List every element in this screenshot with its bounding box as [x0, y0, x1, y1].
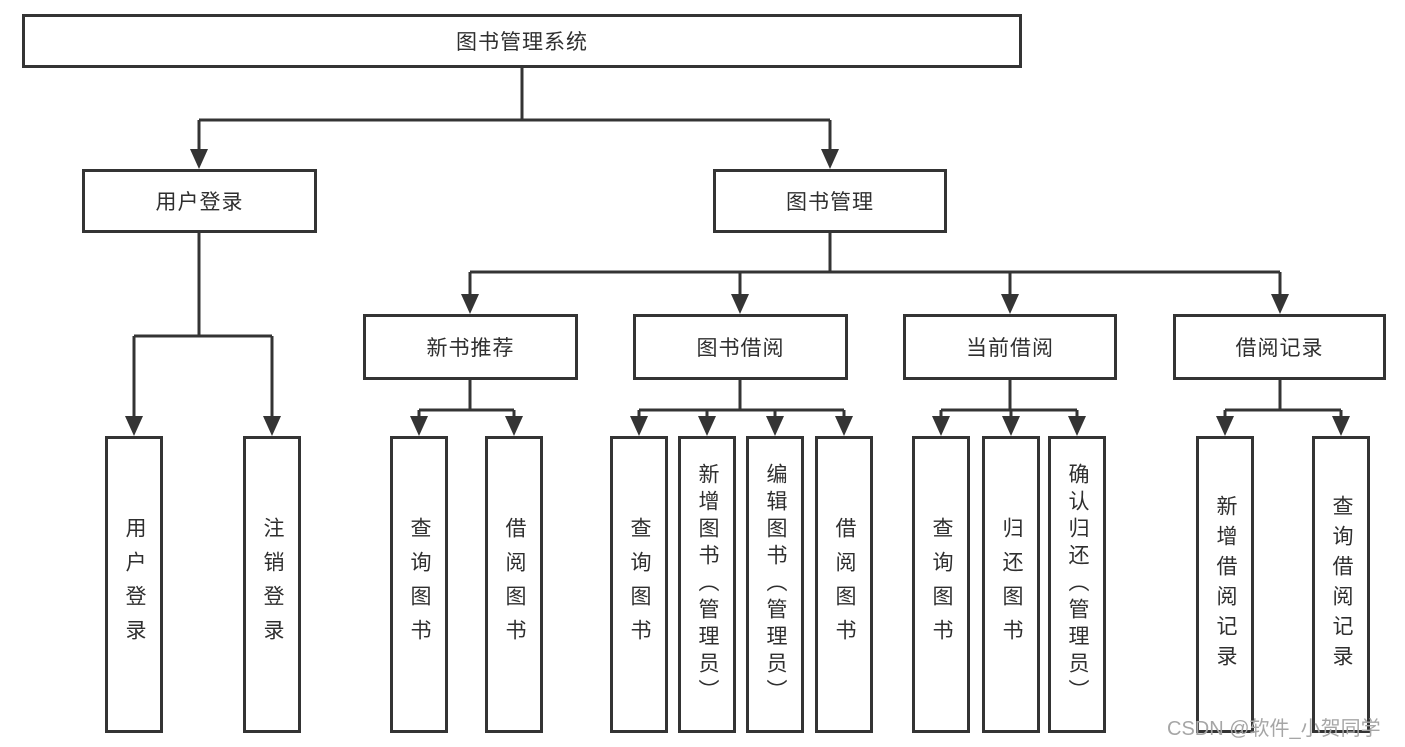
arrowhead: [1002, 416, 1020, 436]
arrowhead: [932, 416, 950, 436]
node-new-book-recommendation: 新书推荐: [363, 314, 578, 380]
arrowhead: [630, 416, 648, 436]
leaf-return-book: 归还图书: [982, 436, 1040, 733]
leaf-label: 新增图书（管理员）: [696, 463, 719, 706]
arrowhead: [190, 149, 208, 169]
leaf-label: 归还图书: [1000, 516, 1023, 653]
connector-user-login: [132, 233, 274, 417]
leaf-query-borrow-record: 查询借阅记录: [1312, 436, 1370, 733]
arrowhead: [731, 294, 749, 314]
leaf-label: 确认归还（管理员）: [1066, 463, 1089, 706]
arrowhead: [410, 416, 428, 436]
node-current-borrowing: 当前借阅: [903, 314, 1117, 380]
node-label: 图书管理: [786, 191, 874, 214]
arrowhead: [1216, 416, 1234, 436]
arrowhead: [461, 294, 479, 314]
leaf-label: 查询借阅记录: [1330, 494, 1353, 675]
arrowhead: [698, 416, 716, 436]
connector-root: [197, 68, 832, 151]
leaf-add-book-admin: 新增图书（管理员）: [678, 436, 736, 733]
node-label: 图书借阅: [696, 337, 785, 360]
arrowhead: [766, 416, 784, 436]
node-book-management: 图书管理: [713, 169, 947, 233]
arrowhead: [263, 416, 281, 436]
leaf-user-login: 用户登录: [105, 436, 163, 733]
leaf-label: 借阅图书: [503, 516, 526, 653]
leaf-query-books-borrow: 查询图书: [610, 436, 668, 733]
leaf-label: 用户登录: [123, 516, 146, 653]
node-borrowing-records: 借阅记录: [1173, 314, 1386, 380]
arrowhead: [125, 416, 143, 436]
leaf-query-books-recommend: 查询图书: [390, 436, 448, 733]
connector-new-book: [417, 380, 516, 417]
arrowhead: [1001, 294, 1019, 314]
node-user-login-branch: 用户登录: [82, 169, 317, 233]
node-label: 借阅记录: [1235, 337, 1324, 360]
leaf-label: 查询图书: [930, 516, 953, 653]
node-label: 用户登录: [155, 191, 244, 214]
leaf-borrow-books: 借阅图书: [815, 436, 873, 733]
arrowhead: [821, 149, 839, 169]
connector-book-borrow: [637, 380, 846, 417]
arrowhead: [1068, 416, 1086, 436]
leaf-label: 查询图书: [408, 516, 431, 653]
node-root-label: 图书管理系统: [456, 31, 588, 54]
arrowhead: [835, 416, 853, 436]
node-label: 新书推荐: [426, 337, 515, 360]
watermark: CSDN @软件_小贺同学: [1167, 718, 1381, 740]
connector-borrow-records: [1223, 380, 1343, 417]
leaf-edit-book-admin: 编辑图书（管理员）: [746, 436, 804, 733]
node-book-borrowing: 图书借阅: [633, 314, 848, 380]
leaf-label: 借阅图书: [833, 516, 856, 653]
arrowhead: [1271, 294, 1289, 314]
leaf-label: 新增借阅记录: [1214, 494, 1237, 675]
leaf-query-books-current: 查询图书: [912, 436, 970, 733]
leaf-confirm-return-admin: 确认归还（管理员）: [1048, 436, 1106, 733]
connector-current-borrow: [939, 380, 1079, 417]
node-root: 图书管理系统: [22, 14, 1022, 68]
arrowhead: [1332, 416, 1350, 436]
leaf-logout: 注销登录: [243, 436, 301, 733]
leaf-add-borrow-record: 新增借阅记录: [1196, 436, 1254, 733]
leaf-borrow-books-recommend: 借阅图书: [485, 436, 543, 733]
leaf-label: 查询图书: [628, 516, 651, 653]
leaf-label: 注销登录: [261, 516, 284, 653]
connector-book-management: [468, 233, 1282, 295]
arrowhead: [505, 416, 523, 436]
node-label: 当前借阅: [966, 337, 1054, 360]
leaf-label: 编辑图书（管理员）: [764, 463, 787, 706]
